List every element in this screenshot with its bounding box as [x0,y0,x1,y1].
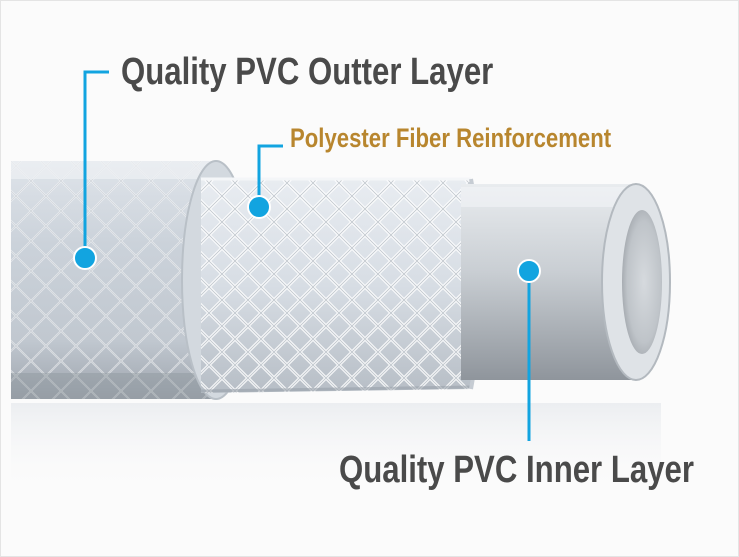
inner-marker-dot [517,259,541,283]
fiber-leader-line [257,144,283,207]
outer-layer-label: Quality PVC Outter Layer [121,51,494,93]
inner-pvc-layer [461,183,671,381]
inner-layer-label: Quality PVC Inner Layer [339,449,694,491]
outer-marker-dot [73,246,97,270]
markers [73,195,541,283]
leader-lines [83,70,531,441]
fiber-marker-dot [247,195,271,219]
polyester-fiber-layer [200,177,483,393]
fiber-reinforcement-label: Polyester Fiber Reinforcement [290,123,612,153]
outer-leader-line [83,70,109,258]
floor-reflection [11,403,661,493]
